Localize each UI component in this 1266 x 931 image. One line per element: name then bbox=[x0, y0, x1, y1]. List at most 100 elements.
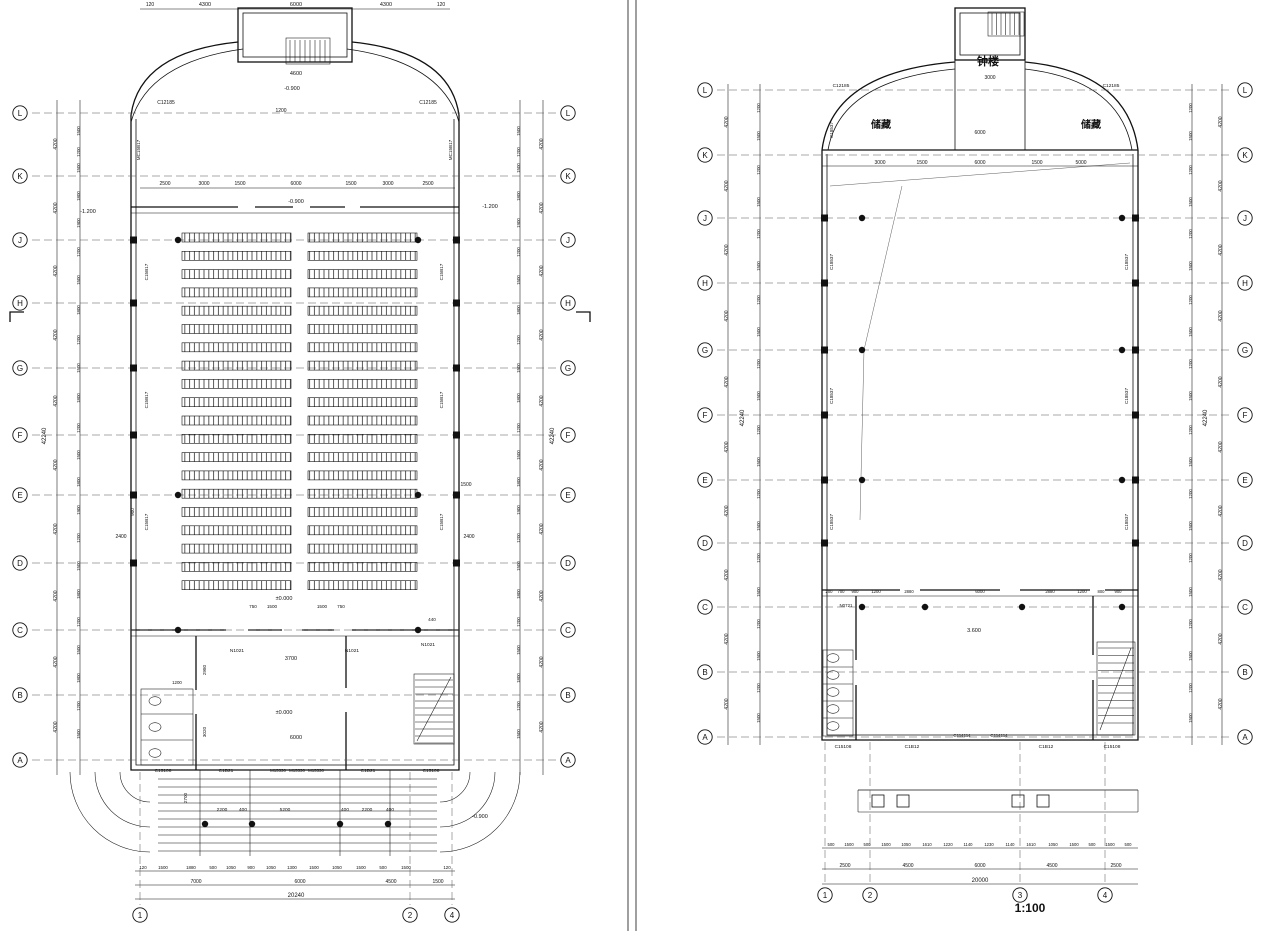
grid-bubble bbox=[12, 232, 28, 248]
wall-pilaster bbox=[1132, 214, 1139, 222]
section-mark-right bbox=[576, 311, 591, 322]
grid-bubble bbox=[560, 168, 576, 184]
door-label: M15330 bbox=[270, 768, 286, 773]
window-label: C18537 bbox=[829, 388, 834, 405]
dim-text: 1500 bbox=[1188, 651, 1193, 661]
dim-text: 1500 bbox=[1188, 197, 1193, 207]
dim-text: 1200 bbox=[275, 108, 286, 114]
pew-row bbox=[307, 507, 418, 517]
wall-pilaster bbox=[1132, 279, 1139, 287]
dim-text: 1800 bbox=[76, 393, 81, 403]
grid-bubble bbox=[12, 105, 28, 121]
window-label: C12185 bbox=[1103, 83, 1120, 89]
elevation-mark: -0.900 bbox=[284, 86, 300, 92]
dim-text: 1500 bbox=[516, 561, 521, 571]
grid-bubble-label: G bbox=[565, 364, 571, 373]
pew-row bbox=[307, 287, 418, 298]
dim-text: 1200 bbox=[1077, 589, 1087, 594]
grid-bubble-label: H bbox=[1242, 279, 1248, 288]
grid-bubble-label: E bbox=[702, 476, 707, 485]
dim-text: 1900 bbox=[516, 218, 521, 228]
grid-bubble bbox=[697, 275, 713, 291]
grid-bubble-label: G bbox=[17, 364, 23, 373]
dim-text: 4200 bbox=[539, 590, 545, 601]
dim-text: 750 bbox=[337, 604, 345, 609]
dim-text: 4200 bbox=[724, 698, 730, 709]
dim-text: 1500 bbox=[756, 651, 761, 661]
dim-text: 1200 bbox=[756, 683, 761, 693]
window-label: C114114 bbox=[953, 733, 971, 738]
stair-room bbox=[413, 673, 455, 745]
column-dot bbox=[858, 346, 866, 354]
pew-row bbox=[181, 342, 292, 353]
dim-text: 1200 bbox=[756, 103, 761, 113]
column-dot bbox=[858, 214, 866, 222]
grid-bubble bbox=[1237, 472, 1253, 488]
dim-text: 2500 bbox=[422, 181, 433, 187]
grid-bubble-label: K bbox=[702, 151, 708, 160]
window-label: C18537 bbox=[1124, 514, 1129, 531]
dim-text: 120 bbox=[437, 2, 446, 8]
grid-bubble bbox=[1012, 887, 1028, 903]
dim-text: 1500 bbox=[516, 450, 521, 460]
column-dot bbox=[1118, 214, 1126, 222]
grid-bubble-label: J bbox=[703, 214, 707, 223]
grid-bubble bbox=[697, 599, 713, 615]
room-label-storage: 储藏 bbox=[870, 118, 891, 131]
pew-row bbox=[181, 580, 292, 591]
bell-tower-wall bbox=[954, 7, 1026, 61]
dim-text: 1500 bbox=[317, 604, 328, 609]
grid-bubble-label: 4 bbox=[1103, 891, 1108, 900]
dim-text: 1500 bbox=[76, 450, 81, 460]
dim-text: 1500 bbox=[756, 327, 761, 337]
wall-pilaster bbox=[130, 299, 137, 307]
dim-text: 3000 bbox=[198, 181, 209, 187]
dim-text: 6000 bbox=[974, 863, 985, 869]
grid-bubble-label: G bbox=[1242, 346, 1248, 355]
dim-text: 4500 bbox=[1046, 863, 1057, 869]
grid-bubble-label: E bbox=[17, 491, 22, 500]
grid-bubble bbox=[697, 82, 713, 98]
dim-text: 1200 bbox=[1188, 425, 1193, 435]
portico-stair bbox=[285, 37, 331, 65]
grid-bubble-label: 1 bbox=[138, 911, 143, 920]
step-arc-right bbox=[439, 771, 521, 853]
dim-text: 5000 bbox=[1075, 160, 1086, 166]
door-label: N1021 bbox=[230, 648, 244, 654]
dim-text: 1900 bbox=[516, 505, 521, 515]
pew-row bbox=[181, 415, 292, 426]
dim-text: 750 bbox=[249, 604, 257, 609]
grid-bubble-label: F bbox=[566, 431, 571, 440]
grid-bubble bbox=[12, 752, 28, 768]
dim-text: 500 bbox=[864, 842, 872, 847]
dim-text: 900 bbox=[1115, 589, 1123, 594]
outer-wall-inner bbox=[826, 154, 1134, 736]
dim-text: 1500 bbox=[1188, 521, 1193, 531]
dim-text: 1900 bbox=[76, 505, 81, 515]
dim-text: 1500 bbox=[756, 457, 761, 467]
window-label: C1B21 bbox=[219, 768, 234, 774]
dim-text: 1200 bbox=[516, 147, 521, 157]
dim-text: 1200 bbox=[516, 617, 521, 627]
dim-text: 4200 bbox=[724, 116, 730, 127]
dim-text: 1300 bbox=[287, 865, 297, 870]
column-dot bbox=[921, 603, 929, 611]
dim-text: 1200 bbox=[1188, 553, 1193, 563]
wall-pilaster bbox=[130, 431, 137, 439]
dim-text: 1050 bbox=[266, 865, 276, 870]
dim-text: 1500 bbox=[76, 729, 81, 739]
window-label: C12185 bbox=[419, 100, 437, 106]
wall-pilaster bbox=[1132, 539, 1139, 547]
dim-text: 6000 bbox=[294, 879, 305, 885]
grid-bubble-label: C bbox=[17, 626, 23, 635]
grid-bubble-label: F bbox=[703, 411, 708, 420]
dim-text: 500 bbox=[379, 865, 387, 870]
dim-text: 1800 bbox=[516, 393, 521, 403]
grid-bubble-label: H bbox=[17, 299, 23, 308]
grid-bubble-label: H bbox=[702, 279, 708, 288]
dim-text: 2200 bbox=[217, 807, 228, 813]
dim-text: 4200 bbox=[724, 569, 730, 580]
pew-row bbox=[307, 251, 418, 261]
dim-text: 1500 bbox=[756, 713, 761, 723]
dim-text: 4200 bbox=[53, 590, 59, 601]
